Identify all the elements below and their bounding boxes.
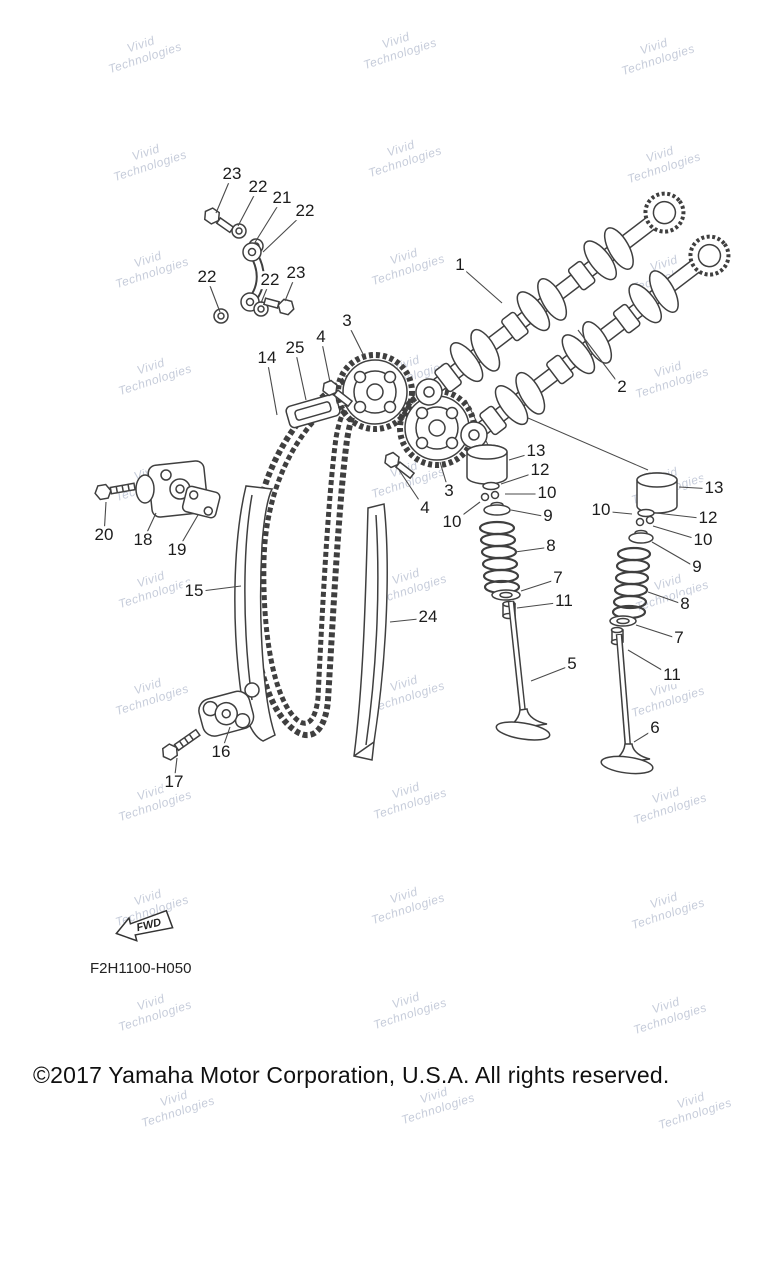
callout-label: 10	[691, 530, 715, 550]
callout-label: 23	[284, 263, 308, 283]
callout-label: 9	[690, 557, 704, 577]
callout-label: 1	[453, 255, 467, 275]
callout-label: 9	[541, 506, 555, 526]
fwd-label: FWD	[135, 916, 162, 934]
intake-valve-icon	[495, 600, 551, 741]
fwd-arrow-icon: FWD	[115, 909, 174, 942]
callout-label: 11	[553, 591, 575, 611]
callout-label: 8	[544, 536, 558, 556]
callout-label: 12	[696, 508, 720, 528]
exhaust-valve-icon	[600, 633, 654, 775]
callout-label: 22	[293, 201, 317, 221]
camshaft-1-icon	[415, 191, 686, 406]
callout-label: 13	[702, 478, 726, 498]
callout-label: 3	[340, 311, 354, 331]
pipe-bolt-top-icon	[203, 207, 235, 234]
callout-label: 22	[246, 177, 270, 197]
callout-label: 11	[661, 665, 683, 685]
callout-label: 12	[528, 460, 552, 480]
sprocket-bolt-2-icon	[384, 451, 416, 480]
spring-seat-icon	[491, 589, 521, 601]
valve-pad-icon	[637, 508, 655, 518]
spring-seat-icon	[609, 615, 637, 627]
callout-label: 15	[182, 581, 206, 601]
pipe-bolt-bottom-icon	[263, 297, 295, 316]
callout-label: 21	[270, 188, 294, 208]
callout-label: 25	[283, 338, 307, 358]
callout-label: 14	[255, 348, 279, 368]
callout-label: 7	[551, 568, 565, 588]
callout-label: 7	[672, 628, 686, 648]
spring-retainer-icon	[628, 529, 654, 544]
part-code: F2H1100-H050	[90, 960, 192, 977]
valve-set-intake	[466, 444, 551, 741]
gasket-icon	[181, 485, 221, 519]
callout-label: 18	[131, 530, 155, 550]
chain-guide-rear-icon	[353, 503, 388, 761]
callout-label: 10	[589, 500, 613, 520]
valve-cotters-icon	[480, 490, 500, 502]
callout-label: 10	[440, 512, 464, 532]
chain-damper-icon	[285, 393, 341, 429]
callout-label: 22	[195, 267, 219, 287]
callout-label: 17	[162, 772, 186, 792]
camshaft-2-icon	[460, 234, 731, 449]
callout-label: 2	[615, 377, 629, 397]
callout-label: 8	[678, 594, 692, 614]
callout-label: 22	[258, 270, 282, 290]
callout-label: 19	[165, 540, 189, 560]
callout-label: 23	[220, 164, 244, 184]
callout-label: 13	[524, 441, 548, 461]
callout-label: 4	[314, 327, 328, 347]
spring-retainer-icon	[483, 501, 511, 516]
callout-label: 24	[416, 607, 440, 627]
valve-lifter-icon	[466, 444, 508, 485]
callout-label: 20	[92, 525, 116, 545]
callout-label: 16	[209, 742, 233, 762]
callout-label: 10	[535, 483, 559, 503]
tensioner-bolt-icon	[161, 728, 201, 761]
cam-sprocket-1-icon	[335, 352, 415, 432]
valve-set-exhaust	[600, 472, 678, 775]
chain-tensioner-icon	[198, 690, 255, 737]
sprocket-bolt-1-icon	[322, 379, 354, 408]
callout-label: 5	[565, 654, 579, 674]
callout-label: 4	[418, 498, 432, 518]
chain-guide-front-icon	[234, 485, 276, 742]
cap-bolt-icon	[94, 482, 136, 501]
copyright-text: ©2017 Yamaha Motor Corporation, U.S.A. A…	[33, 1062, 670, 1088]
callout-label: 6	[648, 718, 662, 738]
callout-label: 3	[442, 481, 456, 501]
valve-cotters-icon	[635, 515, 655, 527]
valve-pad-icon	[482, 481, 500, 491]
